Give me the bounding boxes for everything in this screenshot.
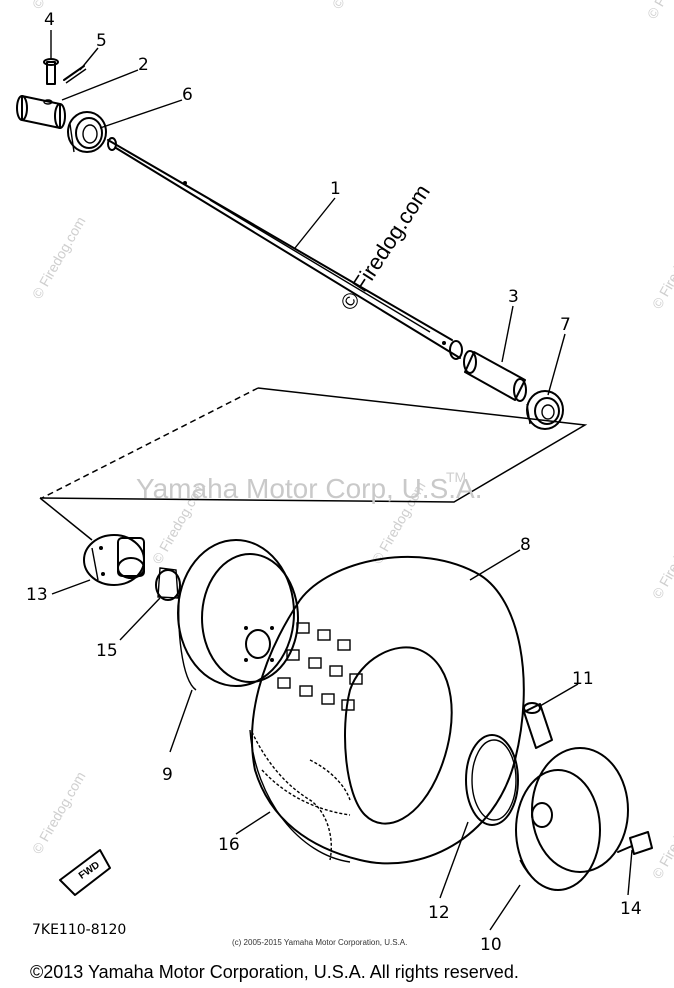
tire-part-8	[249, 556, 525, 865]
center-watermark: Yamaha Motor Corp, U.S.A.	[136, 473, 483, 504]
callout-16: 16	[218, 835, 240, 855]
callout-6: 6	[182, 85, 193, 105]
edge-watermark: © Firedog.com	[649, 794, 674, 882]
edge-watermark: © Firedog.com	[29, 0, 89, 12]
edge-watermark: © Firedog.com	[329, 0, 389, 12]
cap-part-15	[155, 567, 181, 601]
edge-watermark: © Firedog.com	[649, 224, 674, 312]
callout-7: 7	[560, 315, 571, 335]
o-ring-part-12	[465, 734, 519, 826]
edge-watermark: © Firedog.com	[649, 514, 674, 602]
bearing-part-7	[526, 390, 564, 430]
edge-watermark: © Firedog.com	[644, 0, 674, 22]
cotter-pin-part-5	[63, 65, 87, 84]
bolt-part-4	[43, 58, 59, 85]
callout-15: 15	[96, 641, 118, 661]
edge-watermarks: © Firedog.com © Firedog.com © Firedog.co…	[29, 0, 674, 882]
callout-2: 2	[138, 55, 149, 75]
callout-14: 14	[620, 899, 642, 919]
wheel-rim-part-9	[177, 539, 299, 691]
part-code: 7KE110-8120	[32, 922, 126, 938]
firedog-watermark: © Firedog.com	[335, 180, 435, 315]
assembly-guide-lines	[39, 387, 588, 541]
leader-lines	[50, 30, 633, 931]
chain-part-16	[251, 731, 351, 861]
axle-shaft-part-1	[107, 137, 463, 360]
trademark-mark: TM	[446, 469, 466, 485]
fwd-label: FWD	[77, 860, 102, 882]
copyright-small: (c) 2005-2015 Yamaha Motor Corporation, …	[232, 938, 407, 947]
callout-5: 5	[96, 31, 107, 51]
callout-10: 10	[480, 935, 502, 955]
callout-11: 11	[572, 669, 594, 689]
hub-part-13	[83, 534, 145, 586]
bearing-part-6	[67, 111, 107, 153]
bolt-part-14	[617, 831, 653, 855]
wheel-rim-part-10	[515, 747, 629, 891]
callout-13: 13	[26, 585, 48, 605]
callout-8: 8	[520, 535, 531, 555]
callout-9: 9	[162, 765, 173, 785]
spacer-part-3	[463, 350, 527, 402]
sleeve-part-2	[16, 95, 66, 129]
edge-watermark: © Firedog.com	[29, 214, 89, 302]
callout-1: 1	[330, 179, 341, 199]
edge-watermark: © Firedog.com	[29, 769, 89, 857]
callout-numbers: 1 2 3 4 5 6 7 8 9 10 11 12 13 14 15 16	[26, 10, 642, 955]
copyright-main: ©2013 Yamaha Motor Corporation, U.S.A. A…	[30, 962, 519, 982]
callout-12: 12	[428, 903, 450, 923]
valve-part-11	[523, 702, 553, 749]
fwd-arrow-icon: FWD	[59, 849, 111, 896]
callout-3: 3	[508, 287, 519, 307]
callout-4: 4	[44, 10, 55, 30]
